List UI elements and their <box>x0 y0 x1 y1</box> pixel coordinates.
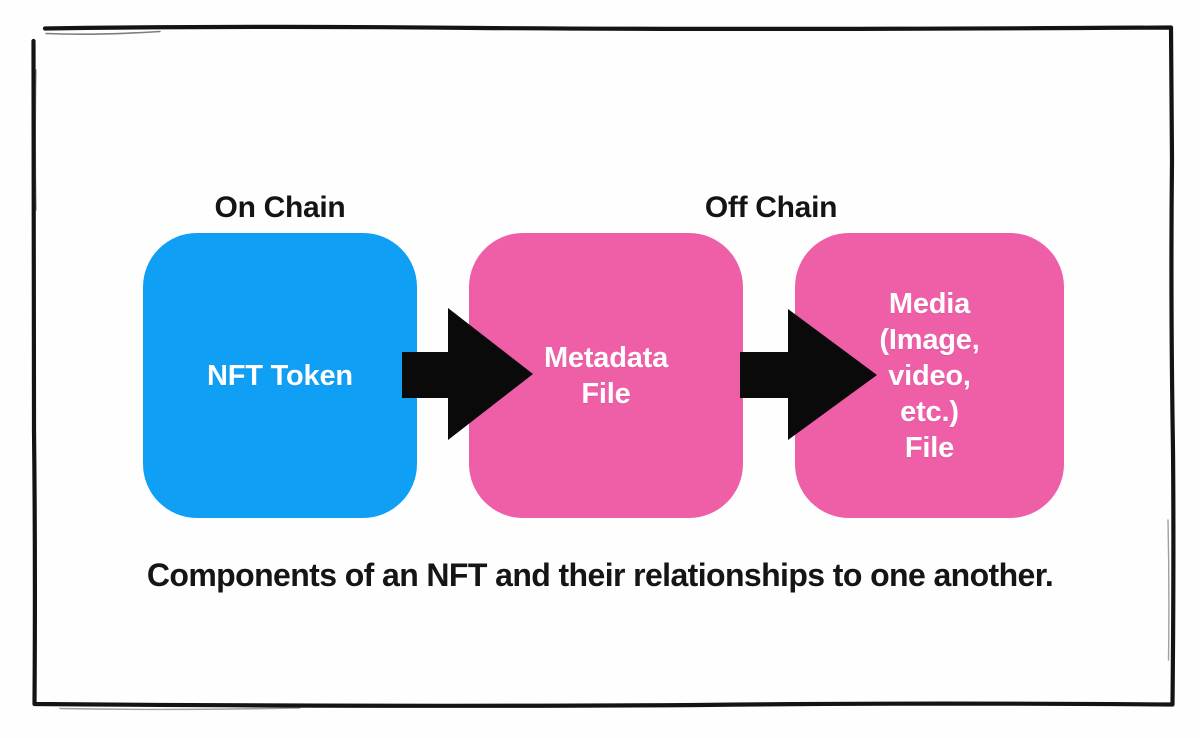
node-nft-token: NFT Token <box>143 233 417 518</box>
on-chain-heading: On Chain <box>214 191 346 224</box>
node-nft-token-label: NFT Token <box>207 359 353 392</box>
node-metadata-file: Metadata File <box>469 233 743 518</box>
node-media-file: Media (Image, video, etc.) File <box>795 233 1064 518</box>
diagram-caption: Components of an NFT and their relations… <box>146 557 1054 593</box>
node-metadata-file-label: Metadata File <box>543 341 669 410</box>
off-chain-heading: Off Chain <box>704 191 838 224</box>
node-media-file-label: Media (Image, video, etc.) File <box>879 287 980 464</box>
